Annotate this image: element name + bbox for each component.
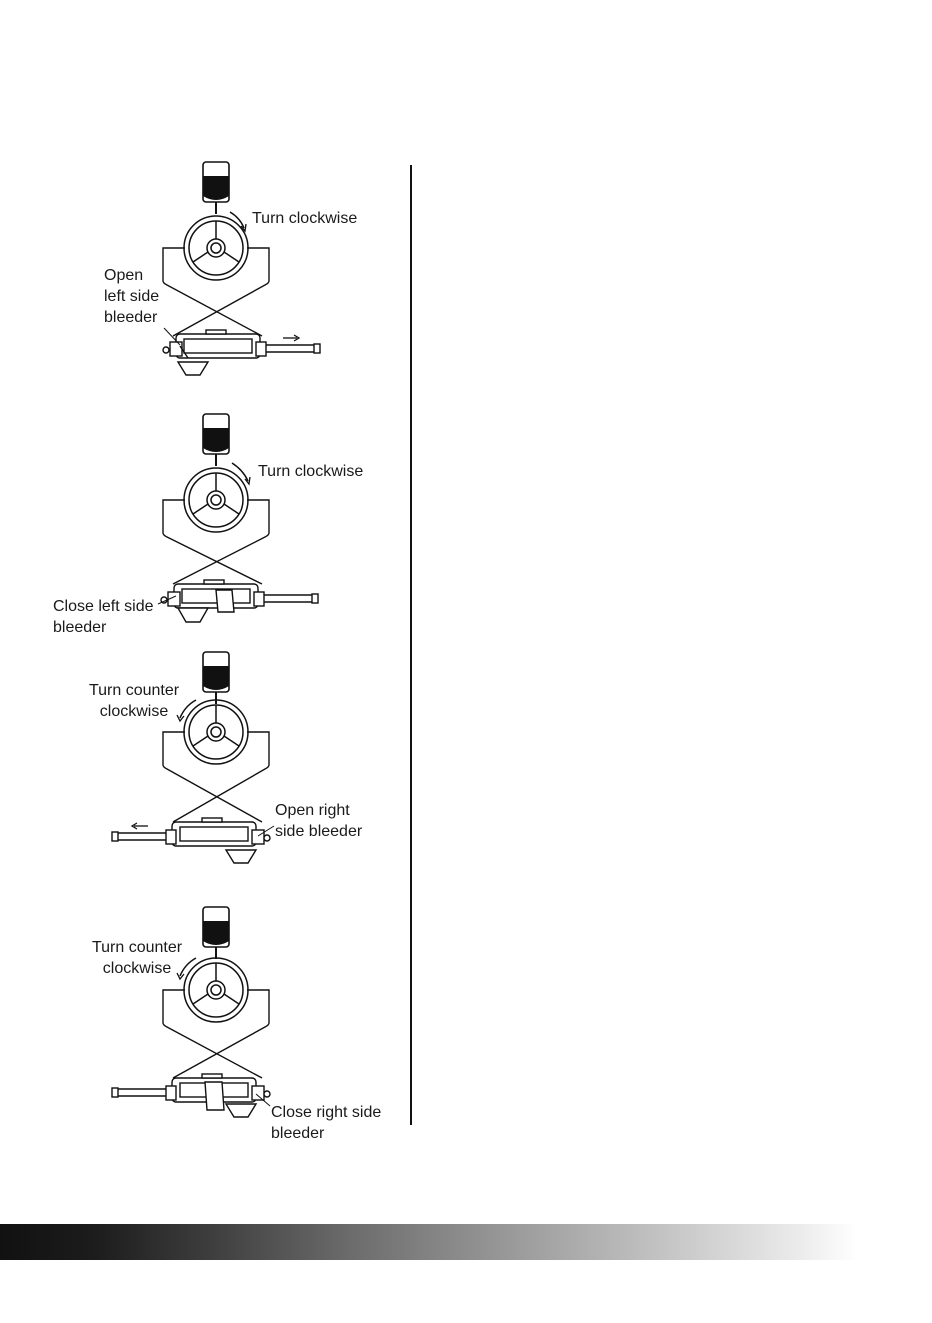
footer-gradient-bar [0, 1224, 932, 1260]
steering-wheel-icon [184, 958, 248, 1022]
step-4-figure: Turn counter clockwise Close right side … [0, 0, 410, 1150]
column-divider [410, 165, 412, 1125]
hydraulic-hoses [163, 990, 269, 1078]
hydraulic-cylinder-icon [112, 1074, 270, 1117]
step-4-diagram [0, 0, 410, 1150]
reservoir-bottle-icon [203, 907, 229, 959]
rotation-label: Turn counter clockwise [88, 937, 186, 979]
bleeder-label: Close right side bleeder [271, 1102, 381, 1144]
